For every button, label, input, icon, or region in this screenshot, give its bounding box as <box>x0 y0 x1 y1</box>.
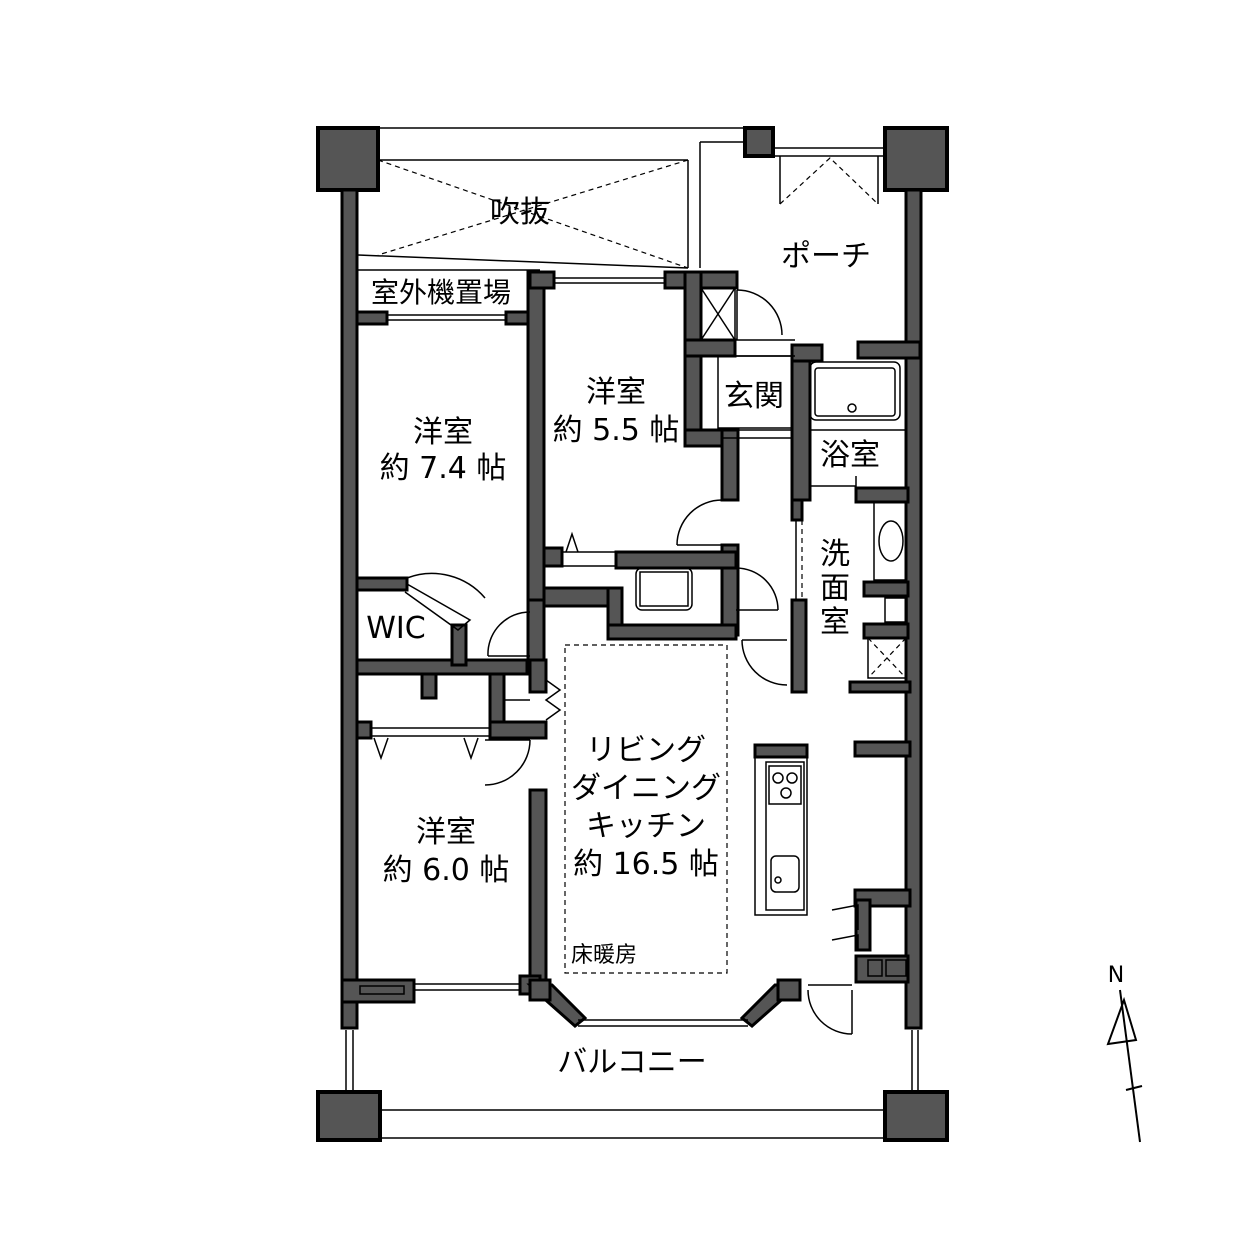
floor-heating-area <box>564 644 728 974</box>
ldk-line3: キッチン <box>586 809 706 844</box>
void-label: 吹抜 <box>490 195 550 230</box>
interior-walls <box>340 270 912 1028</box>
bed1-size: 約 7.4 帖 <box>380 451 507 486</box>
entrance-label: 玄関 <box>724 379 784 414</box>
washroom-label-3: 室 <box>820 605 850 640</box>
ac-space-label: 室外機置場 <box>371 276 511 309</box>
bed2-size: 約 5.5 帖 <box>553 413 680 448</box>
floor-heating-label: 床暖房 <box>571 943 637 968</box>
ldk-line1: リビング <box>586 733 706 768</box>
room-labels: 吹抜 ポーチ 室外機置場 洋室 約 7.4 帖 洋室 約 5.5 帖 玄関 浴室… <box>366 195 880 1080</box>
washroom-label-1: 洗 <box>820 537 850 572</box>
bed3-name: 洋室 <box>416 815 476 850</box>
structural-columns <box>316 126 949 1142</box>
void-area <box>357 127 745 271</box>
porch-label: ポーチ <box>781 239 871 274</box>
wic-label: WIC <box>366 611 425 646</box>
north-arrow-head <box>1106 996 1138 1046</box>
bed2-name: 洋室 <box>586 375 646 410</box>
bed3-size: 約 6.0 帖 <box>383 853 510 888</box>
ldk-size: 約 16.5 帖 <box>573 847 719 882</box>
north-label: N <box>1108 963 1124 988</box>
openings <box>345 147 919 1139</box>
ldk-line2: ダイニング <box>571 771 721 806</box>
balcony-label: バルコニー <box>557 1045 706 1080</box>
kitchen-counter <box>753 743 809 916</box>
outer-walls <box>340 188 923 1030</box>
bed1-name: 洋室 <box>413 415 473 450</box>
north-arrow-icon: N <box>1106 963 1143 1143</box>
bath-label: 浴室 <box>820 438 880 473</box>
washroom-label-2: 面 <box>820 571 850 606</box>
